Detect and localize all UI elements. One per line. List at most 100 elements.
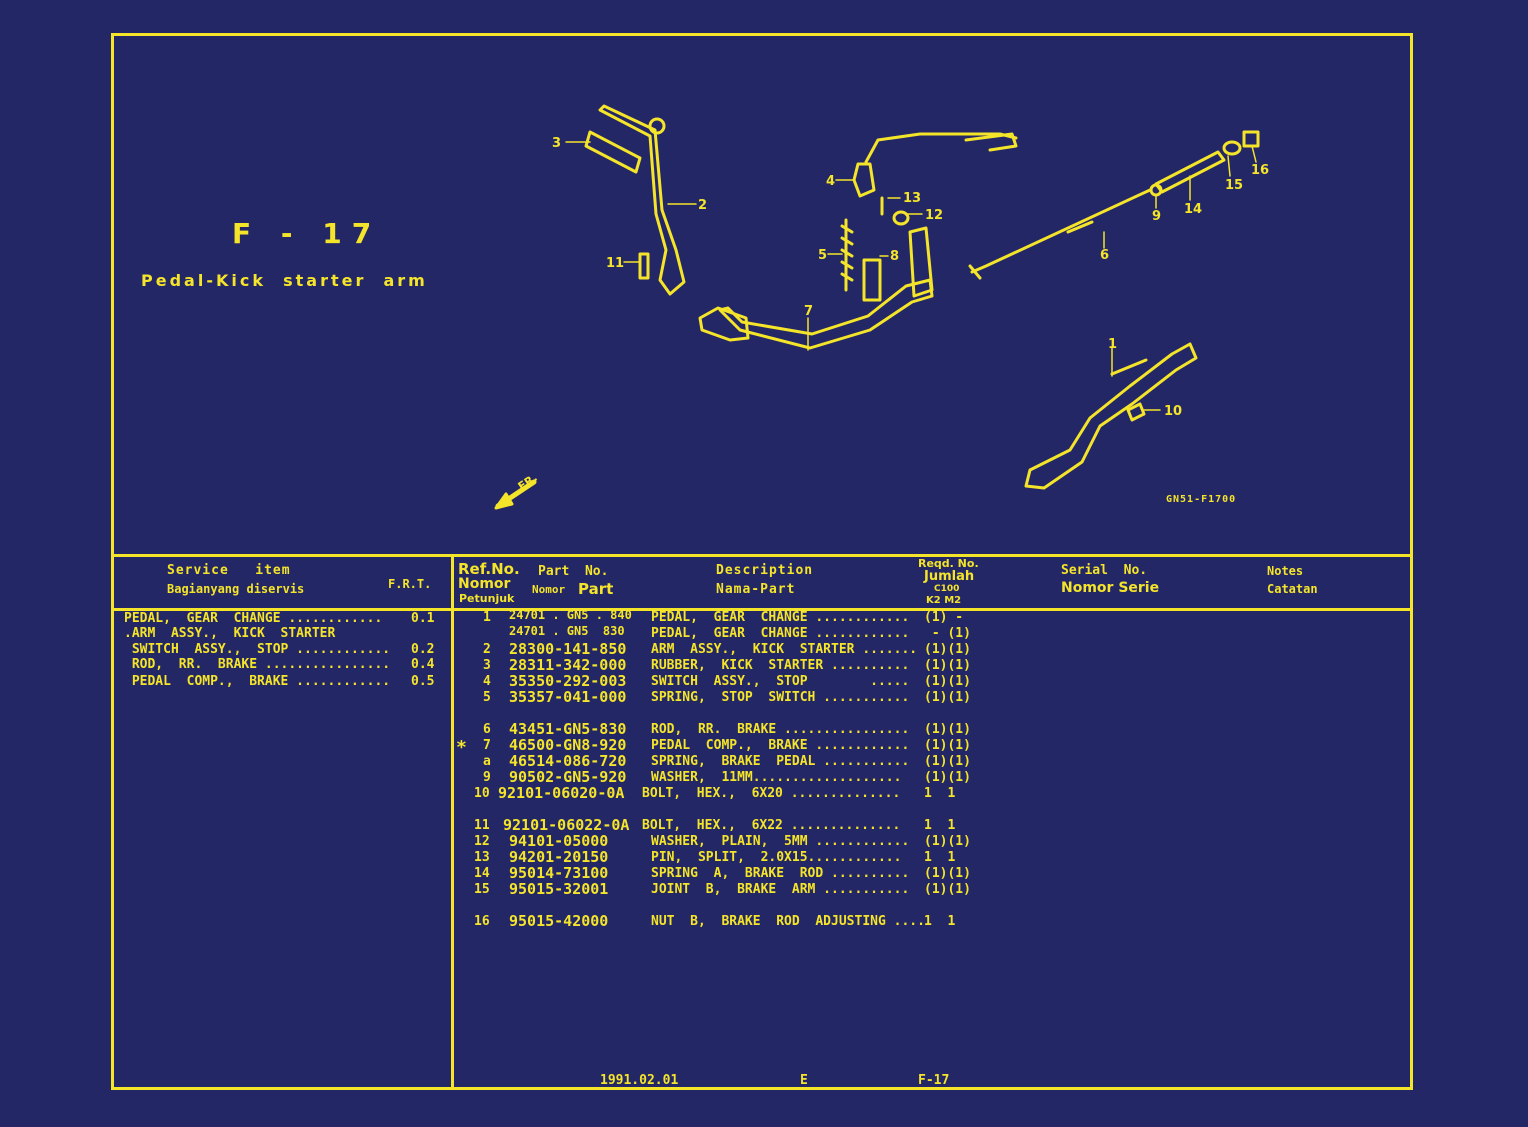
header-reqd: Reqd. No. <box>918 557 979 570</box>
part-ref-no: 6 <box>483 722 491 737</box>
figure-code: F - 17 <box>232 217 382 250</box>
part-description: PIN, SPLIT, 2.0X15............ <box>651 850 902 865</box>
part-description: PEDAL, GEAR CHANGE ............ <box>651 626 910 641</box>
callout-16: 16 <box>1251 163 1269 178</box>
part-qty: 1 1 <box>924 786 956 801</box>
part-ref-no: 5 <box>483 690 491 705</box>
part-number: 28300-141-850 <box>509 640 627 658</box>
exploded-parts-diagram: 3 2 11 4 5 8 7 13 12 6 9 14 15 16 1 10 F… <box>494 104 1269 510</box>
figure-title: Pedal-Kick starter arm <box>141 271 428 290</box>
part-number: 90502-GN5-920 <box>509 768 627 786</box>
part-qty: (1)(1) <box>924 738 971 753</box>
header-service-item-id: Bagianyang diservis <box>167 582 305 596</box>
part-qty: (1)(1) <box>924 834 971 849</box>
part-qty: (1) - <box>924 610 964 625</box>
part-description: RUBBER, KICK STARTER .......... <box>651 658 910 673</box>
drawing-frame <box>111 33 1413 1090</box>
service-item-name: PEDAL, GEAR CHANGE ............ <box>124 611 383 626</box>
service-item-frt: 0.2 <box>411 642 435 657</box>
part-description: SPRING, BRAKE PEDAL ........... <box>651 754 910 769</box>
kick-starter-rubber <box>584 130 642 174</box>
part-ref-no: 12 <box>474 834 490 849</box>
callout-8: 8 <box>890 249 899 264</box>
callout-3: 3 <box>552 136 561 151</box>
header-reqd-id: Jumlah <box>924 569 975 584</box>
column-divider <box>451 554 454 1090</box>
part-number: 95014-73100 <box>509 864 609 882</box>
part-number: 46514-086-720 <box>509 752 627 770</box>
service-item-name: PEDAL COMP., BRAKE ............ <box>124 674 391 689</box>
footer-edition: E <box>800 1073 808 1088</box>
service-item-name: SWITCH ASSY., STOP ............ <box>124 642 391 657</box>
header-description-id: Nama-Part <box>716 582 796 597</box>
part-number: 94201-20150 <box>509 848 609 866</box>
part-number: 24701 . GN5 . 840 <box>509 608 632 622</box>
part-qty: (1)(1) <box>924 722 971 737</box>
part-ref-no: 13 <box>474 850 490 865</box>
callout-11: 11 <box>606 256 624 271</box>
part-description: SPRING A, BRAKE ROD .......... <box>651 866 910 881</box>
part-ref-no: 15 <box>474 882 490 897</box>
part-qty: 1 1 <box>924 818 956 833</box>
part-ref-no: a <box>483 754 491 769</box>
header-notes-id: Catatan <box>1267 582 1318 596</box>
callout-1: 1 <box>1108 337 1117 352</box>
callout-15: 15 <box>1225 178 1243 193</box>
part-number: 35357-041-000 <box>509 688 627 706</box>
footer-date: 1991.02.01 <box>600 1073 679 1088</box>
part-number: 92101-06022-0A <box>503 816 630 834</box>
part-description: SWITCH ASSY., STOP ..... <box>651 674 910 689</box>
part-qty: 1 1 <box>924 914 956 929</box>
part-number: 95015-42000 <box>509 912 609 930</box>
part-description: BOLT, HEX., 6X22 .............. <box>642 818 901 833</box>
service-item-name: ROD, RR. BRAKE ................ <box>124 657 391 672</box>
part-ref-no: 3 <box>483 658 491 673</box>
part-number: 95015-32001 <box>509 880 609 898</box>
part-qty: (1)(1) <box>924 690 971 705</box>
part-description: NUT B, BRAKE ROD ADJUSTING .... <box>651 914 925 929</box>
part-number: 94101-05000 <box>509 832 609 850</box>
header-ref-no-id: Nomor <box>458 576 511 592</box>
part-ref-no: 10 <box>474 786 490 801</box>
part-ref-no: 16 <box>474 914 490 929</box>
header-reqd-variants: K2 M2 <box>926 595 962 606</box>
header-ref-no: Ref.No. <box>458 560 520 578</box>
drawing-number: GN51-F1700 <box>1166 494 1237 505</box>
header-ref-no-id2: Petunjuk <box>459 592 515 605</box>
part-qty: (1)(1) <box>924 674 971 689</box>
part-mark: * <box>456 737 467 758</box>
part-number: 35350-292-003 <box>509 672 627 690</box>
part-number: 24701 . GN5 830 <box>509 624 625 638</box>
part-description: WASHER, PLAIN, 5MM ............ <box>651 834 910 849</box>
header-frt: F.R.T. <box>388 577 432 591</box>
part-qty: (1)(1) <box>924 882 971 897</box>
service-item-frt: 0.5 <box>411 674 435 689</box>
part-description: WASHER, 11MM................... <box>651 770 902 785</box>
part-description: PEDAL COMP., BRAKE ............ <box>651 738 910 753</box>
header-description: Description <box>716 563 814 578</box>
part-ref-no: 14 <box>474 866 490 881</box>
header-service-item: Service item <box>167 563 291 578</box>
part-qty: 1 1 <box>924 850 956 865</box>
callout-2: 2 <box>698 198 707 213</box>
header-divider <box>114 608 1410 611</box>
service-item-frt: 0.4 <box>411 657 435 672</box>
part-number: 43451-GN5-830 <box>509 720 627 738</box>
kick-starter-arm <box>598 104 686 296</box>
part-description: ROD, RR. BRAKE ................ <box>651 722 910 737</box>
part-number: 28311-342-000 <box>509 656 627 674</box>
header-serial: Serial No. <box>1061 563 1148 578</box>
part-ref-no: 11 <box>474 818 490 833</box>
part-qty: - (1) <box>924 626 971 641</box>
part-description: PEDAL, GEAR CHANGE ............ <box>651 610 910 625</box>
footer-page: F-17 <box>918 1073 950 1088</box>
part-description: JOINT B, BRAKE ARM ........... <box>651 882 910 897</box>
callout-12: 12 <box>925 208 943 223</box>
callout-9: 9 <box>1152 209 1161 224</box>
callout-4: 4 <box>826 174 835 189</box>
part-ref-no: 4 <box>483 674 491 689</box>
part-ref-no: 1 <box>483 610 491 625</box>
part-qty: (1)(1) <box>924 770 971 785</box>
header-part-no: Part No. <box>538 564 609 579</box>
diagram-divider <box>114 554 1410 557</box>
